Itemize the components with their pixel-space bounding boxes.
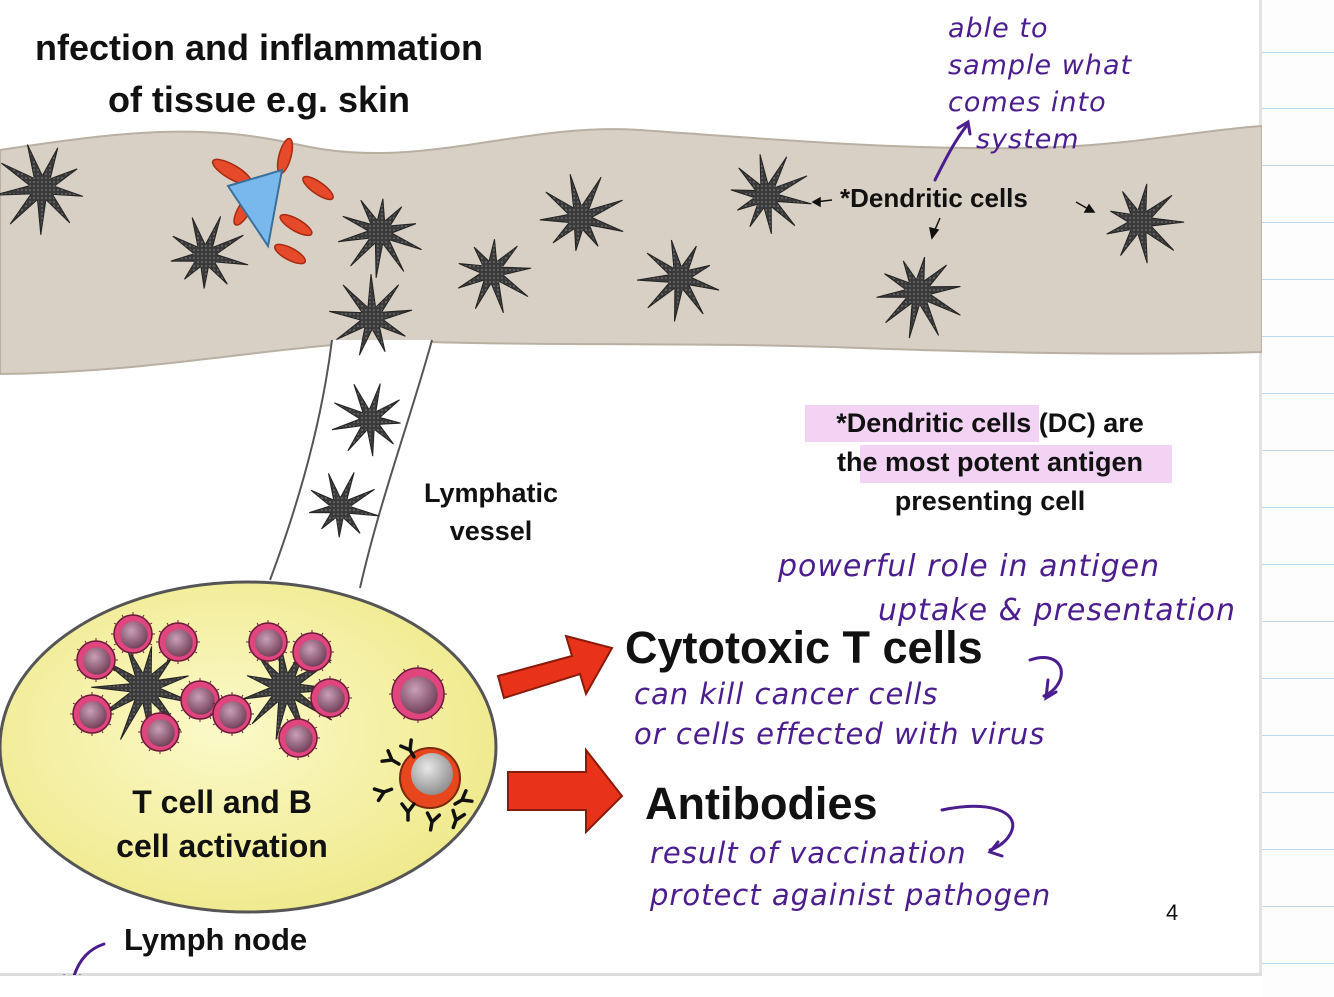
ruled-line [1262,222,1334,223]
notebook-ruled-margin [1262,0,1334,997]
note-line: uptake & presentation [878,593,1237,628]
ruled-line [1262,108,1334,109]
lymphocyte-icon [210,692,254,736]
lymph-node-label: Lymph node [124,922,308,957]
label-line: Lymphatic [423,478,559,508]
cytotoxic-t-cells-label: Cytotoxic T cells [625,622,983,673]
label-pointer [811,196,1096,240]
lymphocyte-icon [308,676,352,720]
title-line: of tissue e.g. skin [107,79,411,120]
dendritic-cell-icon [539,174,624,252]
arrow-icon [507,747,624,835]
antibody-icon [451,808,467,830]
handwritten-note-powerful: powerful role in antigen uptake & presen… [778,545,1236,633]
lymphocyte-icon [74,638,118,682]
dendritic-cell-icon [730,154,812,235]
antibody-icon [425,811,442,832]
dendritic-cell-icon [331,383,401,457]
note-line: *Dendritic cells (DC) are [836,408,1144,438]
antigen-icon [226,168,284,249]
antibody-icon [372,787,394,803]
activation-label: T cell and B cell activation [92,780,352,868]
dendritic-cell-icon [636,239,720,322]
ruled-line [1262,621,1334,622]
diagram-artwork [0,119,1262,975]
highlight [805,405,1039,442]
lymphocyte-icon [246,620,290,664]
ruled-line [1262,165,1334,166]
dendritic-cell-icon [170,216,249,289]
note-line: presenting cell [894,486,1086,516]
lymphatic-vessel-label: Lymphatic vessel [408,474,574,550]
lymphatic-vessel [270,340,432,588]
note-line: able to [948,13,1049,44]
dendritic-cell-icon [457,239,532,313]
ruled-line [1262,336,1334,337]
slide-title: nfection and inflammation of tissue e.g.… [0,22,524,126]
ruled-line [1262,393,1334,394]
b-cell-icon [399,747,461,809]
ruled-line [1262,792,1334,793]
note-line: comes into [948,87,1107,118]
lymphocyte-icon [276,716,320,760]
note-line: protect againist pathogen [650,878,1052,912]
dc-note: *Dendritic cells (DC) are the most poten… [790,404,1190,521]
note-line: sample what [948,50,1133,81]
ruled-line [1262,450,1334,451]
ruled-line [1262,906,1334,907]
antibody-icon [453,789,474,806]
dendritic-cells-label: *Dendritic cells [840,183,1028,213]
antibody-icon [399,738,416,759]
note-line: result of vaccination [650,836,967,870]
label-line: T cell and B [132,784,312,820]
dendritic-cell-icon [1106,183,1185,264]
ruled-line [1262,963,1334,964]
note-line: or cells effected with virus [634,717,1046,751]
ruled-line [1262,564,1334,565]
page-number: 4 [1166,900,1179,925]
highlight [860,445,1172,483]
antibody-icon [400,802,416,822]
dendritic-cell-icon [309,472,379,538]
handwritten-note-antibodies: result of vaccination protect againist p… [650,832,1051,916]
lymphocyte-icon [156,620,200,664]
ruled-line [1262,279,1334,280]
note-line: powerful role in antigen [778,549,1161,584]
dendritic-cell-icon [876,256,961,339]
handwritten-marks [62,119,1063,975]
lymphocyte-icon [138,710,182,754]
lymphocyte-icon [389,665,447,723]
dendritic-cell-icon [0,144,84,235]
ruled-line [1262,849,1334,850]
title-line: nfection and inflammation [34,27,483,68]
handwritten-note-cytotoxic: can kill cancer cells or cells effected … [634,674,1045,754]
lymphocyte-icon [70,692,114,736]
label-line: cell activation [116,828,328,864]
ruled-line [1262,507,1334,508]
lymphocyte-icon [290,630,334,674]
handwritten-note-sample: able to sample what comes into system [948,10,1132,158]
dendritic-cell-icon [337,198,422,278]
note-line: system [976,124,1080,155]
label-line: vessel [449,516,533,546]
note-line: the most potent antigen [837,447,1143,477]
arrow-icon [496,634,614,700]
ruled-line [1262,678,1334,679]
ruled-line [1262,52,1334,53]
dendritic-cell-icon [329,274,413,356]
ruled-line [1262,735,1334,736]
lymphocyte-icon [111,612,155,656]
antibodies-label: Antibodies [645,778,878,829]
slide-edge [1259,0,1262,975]
slide-bottom-edge [0,973,1262,976]
note-line: can kill cancer cells [634,677,939,711]
antibody-icon [380,749,401,766]
lymph-node [0,580,498,914]
